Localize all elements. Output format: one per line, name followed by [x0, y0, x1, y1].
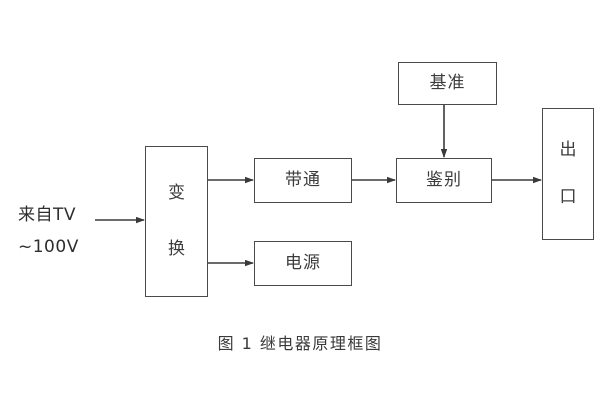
- node-transform-line2: 换: [168, 239, 185, 260]
- input-source-line2: ~100V: [18, 237, 79, 257]
- figure-caption: 图 1 继电器原理框图: [217, 334, 383, 353]
- input-source-line1: 来自TV: [18, 205, 77, 225]
- node-output-line2: 口: [559, 186, 577, 207]
- node-power-label: 电源: [285, 252, 321, 273]
- node-transform[interactable]: 变 换: [145, 146, 208, 297]
- node-bandpass-label: 带通: [285, 169, 321, 190]
- node-output-line1: 出: [559, 139, 577, 160]
- node-discriminate-label: 鉴别: [426, 169, 462, 190]
- node-reference-label: 基准: [429, 72, 466, 93]
- node-reference[interactable]: 基准: [398, 62, 497, 105]
- node-transform-line1: 变: [168, 182, 185, 203]
- node-power[interactable]: 电源: [254, 241, 352, 286]
- node-output[interactable]: 出 口: [542, 108, 594, 240]
- input-source-label: 来自TV ~100V: [18, 200, 79, 257]
- node-discriminate[interactable]: 鉴别: [396, 158, 492, 203]
- node-bandpass[interactable]: 带通: [254, 158, 352, 203]
